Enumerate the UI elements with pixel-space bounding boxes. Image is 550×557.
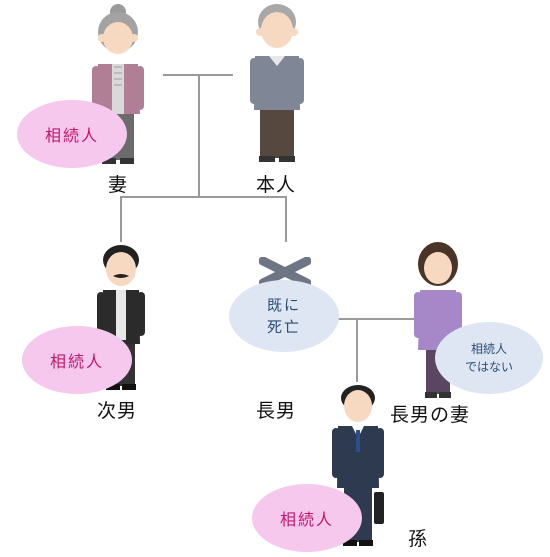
second-son-label: 次男 xyxy=(97,400,138,422)
eldest-son-label: 長男 xyxy=(256,400,297,422)
spouse-label: 妻 xyxy=(108,174,129,196)
parents-descent-line xyxy=(198,75,200,197)
second-son-heir-badge: 相続人 xyxy=(22,326,132,394)
grandchild-heir-badge: 相続人 xyxy=(252,484,362,552)
grandchild-heir-badge-text: 相続人 xyxy=(279,510,334,529)
self-label: 本人 xyxy=(256,174,297,196)
eldest-son-wife-label: 長男の妻 xyxy=(390,404,471,426)
wife-not-heir-text-line2: ではない xyxy=(464,360,513,374)
wife-not-heir-text-line1: 相続人 xyxy=(470,342,507,356)
children-sibling-line xyxy=(121,196,286,198)
self-figure xyxy=(250,4,304,162)
eldest-son-status-text: 既に 死亡 xyxy=(266,296,301,336)
grandchild-label: 孫 xyxy=(408,528,429,550)
marriage-line-eldest xyxy=(336,318,414,320)
second-son-drop-line xyxy=(120,196,122,242)
eldest-son-drop-line xyxy=(285,196,287,242)
spouse-heir-badge: 相続人 xyxy=(17,100,127,168)
wife-not-heir-bubble: 相続人 ではない xyxy=(435,322,543,394)
second-son-heir-badge-text: 相続人 xyxy=(49,352,104,371)
spouse-heir-badge-text: 相続人 xyxy=(44,126,99,145)
eldest-son-status-bubble: 既に 死亡 xyxy=(229,280,339,352)
grandchild-drop-line xyxy=(356,318,358,382)
